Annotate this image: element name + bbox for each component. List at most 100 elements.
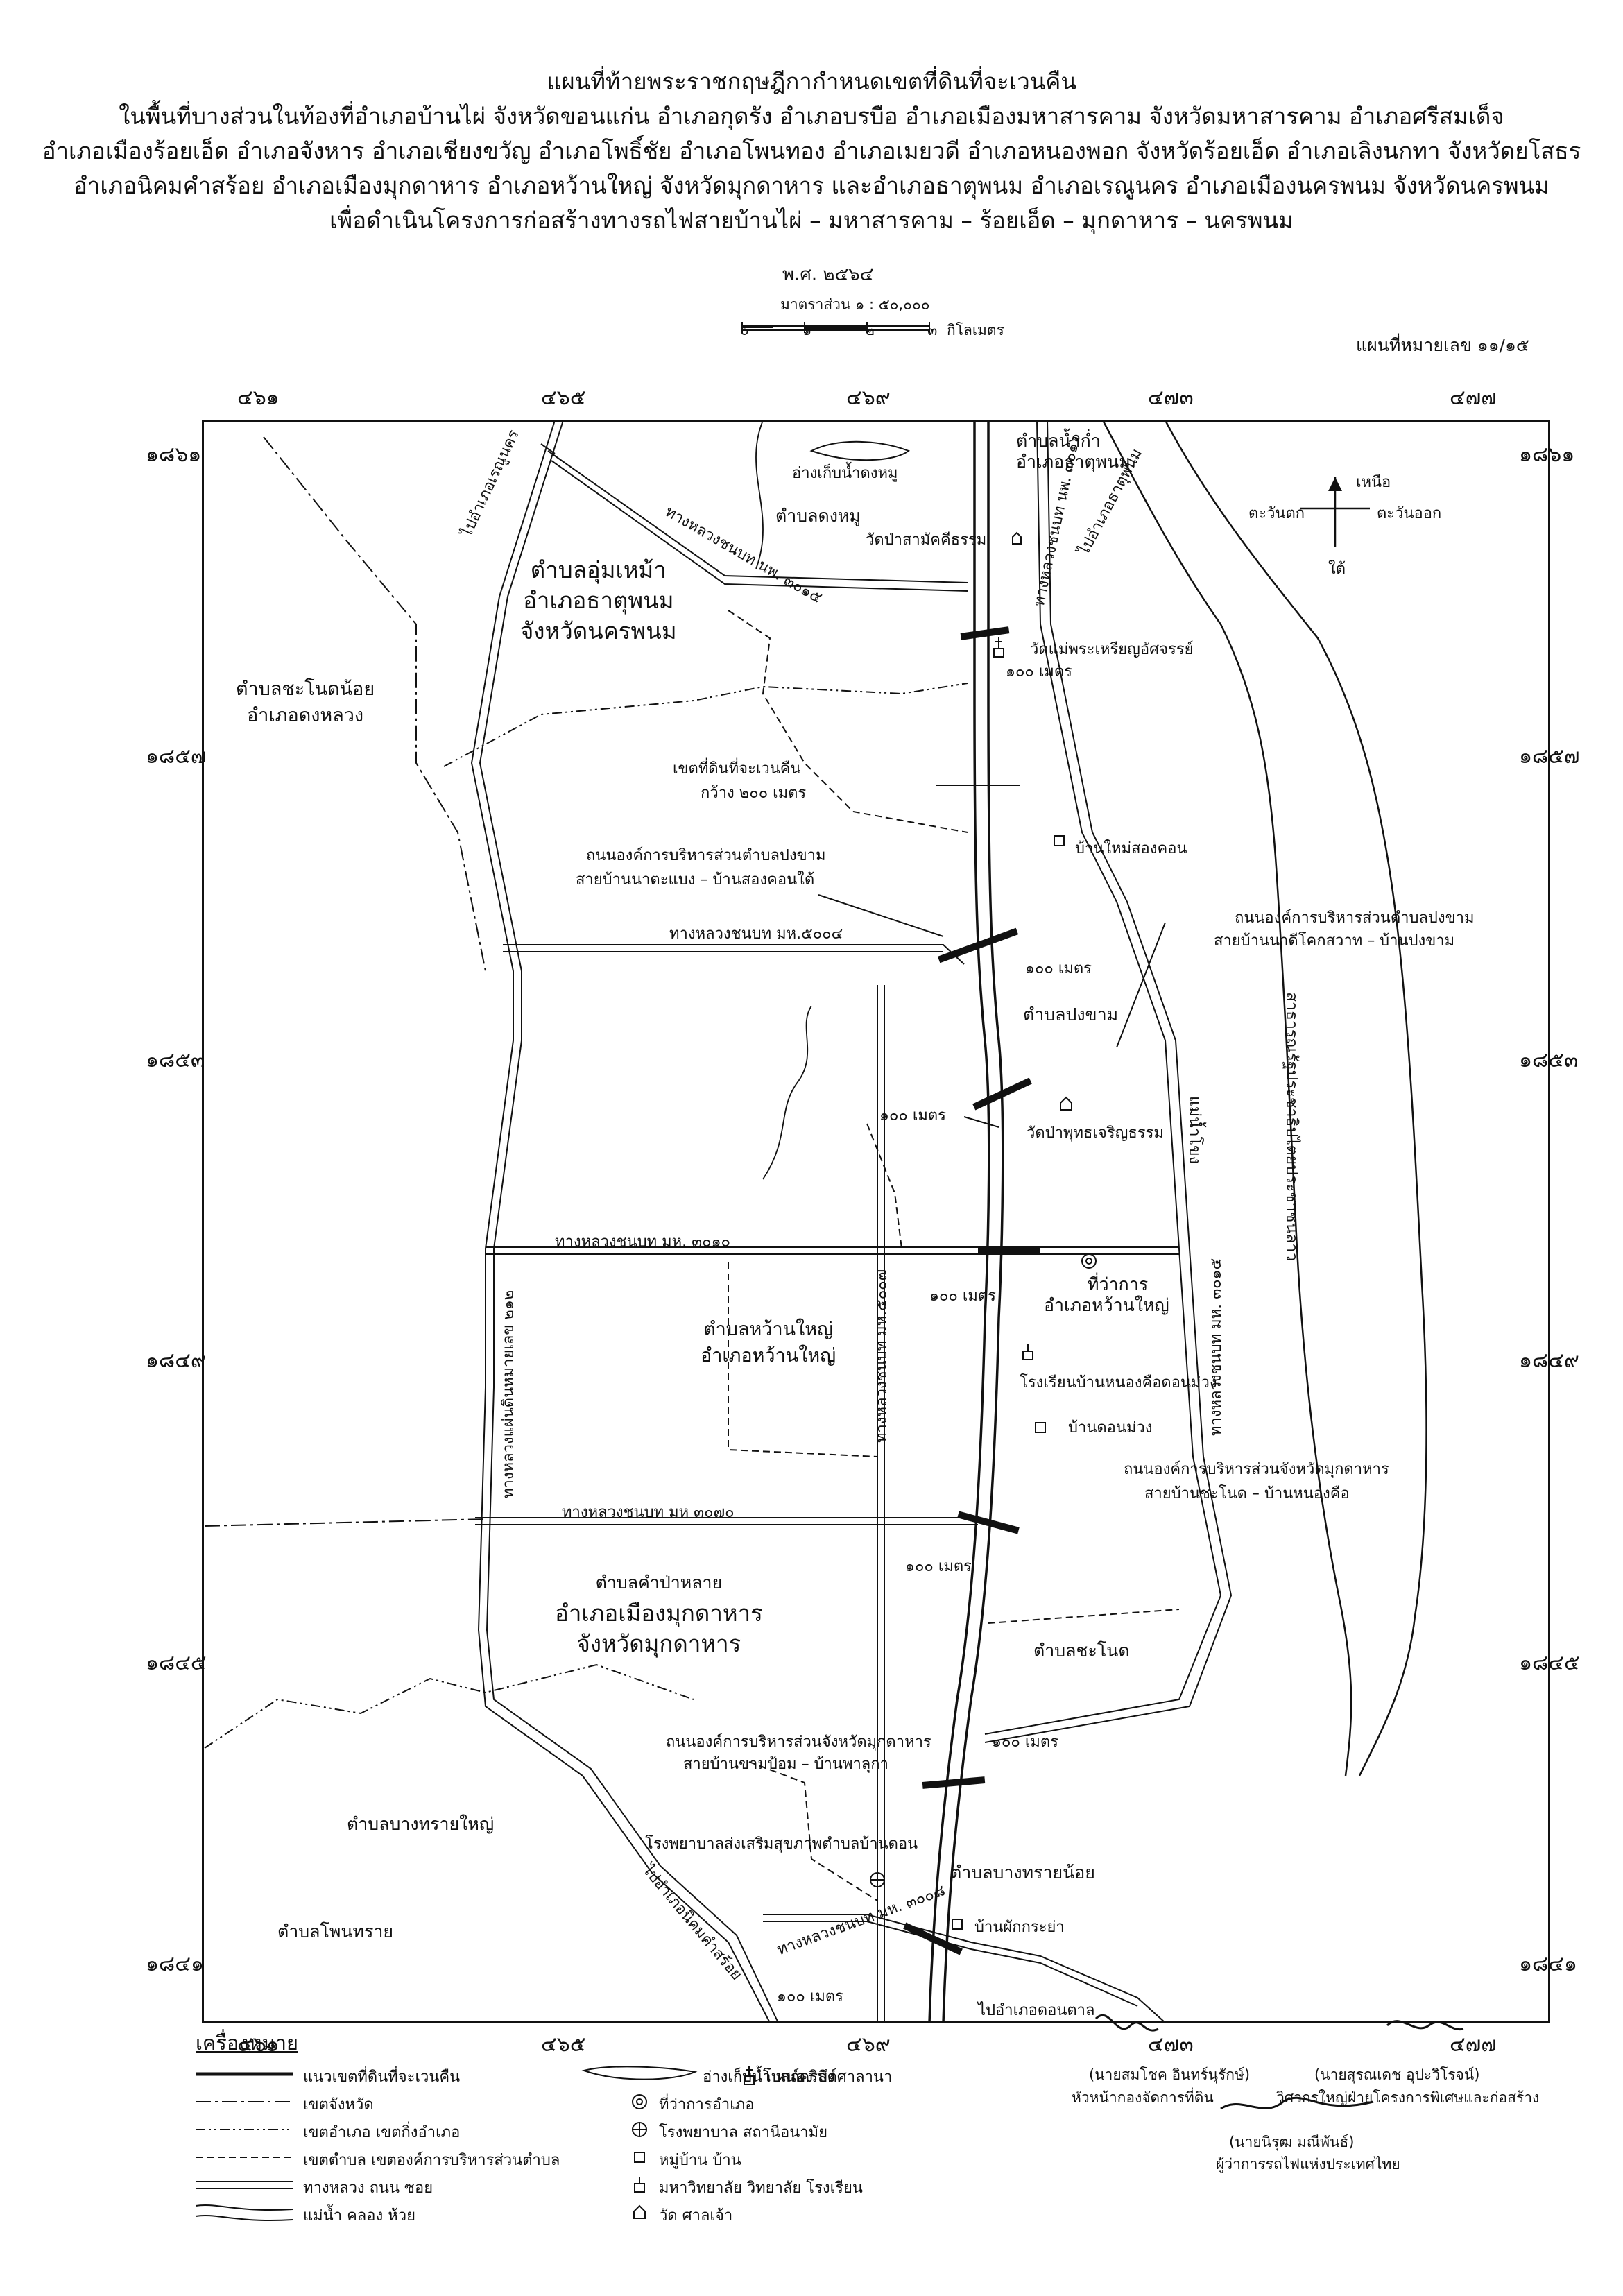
label-district-4: ตำบลคำป่าหลาย อำเภอเมืองมุกดาหาร จังหวัด… (555, 1568, 763, 1659)
label-district-1: ตำบลอุ่มเหม้า อำเภอธาตุพนม จังหวัดนครพนม (520, 555, 677, 646)
label-hundred-m-6: ๑๐๐ เมตร (992, 1733, 1058, 1751)
coord-top-3: ๔๖๙ (846, 386, 891, 410)
legend-item-tambon: เขตตำบล เขตองค์การบริหารส่วนตำบล (303, 2152, 560, 2169)
wat-icon (1012, 531, 1022, 545)
label-expropriation-1: เขตที่ดินที่จะเวนคืน (673, 760, 801, 778)
coord-left-6: ๑๘๔๑ (146, 1952, 204, 1976)
label-hundred-m-1: ๑๐๐ เมตร (1006, 663, 1072, 680)
legend-item-village: หมู่บ้าน บ้าน (659, 2152, 741, 2169)
legend-item-river: แม่น้ำ คลอง ห้วย (303, 2207, 415, 2225)
label-hospital: โรงพยาบาลส่งเสริมสุขภาพตำบลบ้านดอน (645, 1835, 918, 1853)
label-tambon-bangsai-noi: ตำบลบางทรายน้อย (950, 1862, 1095, 1883)
legend-item-district-office: ที่ว่าการอำเภอ (659, 2096, 755, 2114)
hospital-icon (870, 1872, 885, 1887)
coord-left-1: ๑๘๖๑ (146, 443, 202, 467)
signature-3-title: ผู้ว่าการรถไฟแห่งประเทศไทย (1216, 2156, 1400, 2173)
label-district-office-1: ที่ว่าการ (1088, 1274, 1149, 1294)
label-road-pao-2b: สายบ้านขามป้อม – บ้านพาลุกา (683, 1756, 888, 1773)
label-district-4-line-3: จังหวัดมุกดาหาร (576, 1630, 741, 1657)
coord-right-1: ๑๘๖๑ (1519, 443, 1575, 467)
wat-icon (1060, 1096, 1072, 1111)
label-wat-3: วัดป่าพุทธเจริญธรรม (1027, 1124, 1164, 1142)
label-road-pao-1a: ถนนองค์การบริหารส่วนจังหวัดมุกดาหาร (1124, 1461, 1389, 1478)
coord-left-3: ๑๘๕๓ (146, 1048, 205, 1072)
label-wat-1: วัดป่าสามัคคีธรรม (866, 531, 987, 549)
label-district-1-line-3: จังหวัดนครพนม (520, 617, 677, 644)
label-hundred-m-3: ๑๐๐ เมตร (879, 1107, 946, 1124)
label-district-2-line-1: ตำบลชะโนดน้อย (236, 678, 375, 700)
scale-tick-3: ๓ (927, 322, 938, 339)
coord-bottom-4: ๔๗๓ (1148, 2032, 1194, 2057)
church-icon (993, 637, 1004, 658)
compass-west: ตะวันตก (1248, 505, 1305, 522)
scale-tick-0: ๐ (740, 322, 749, 339)
label-district-4-line-1: ตำบลคำป่าหลาย (595, 1573, 723, 1593)
label-district-2: ตำบลชะโนดน้อย อำเภอดงหลวง (236, 676, 375, 729)
coord-top-4: ๔๗๓ (1148, 386, 1194, 410)
label-district-3: ตำบลหว้านใหญ่ อำเภอหว้านใหญ่ (701, 1317, 836, 1369)
label-road-local-2b: สายบ้านนาดีโคกสวาท – บ้านปงขาม (1214, 932, 1455, 950)
compass-south: ใต้ (1328, 560, 1346, 578)
coord-bottom-5: ๔๗๗ (1450, 2032, 1497, 2057)
scale-tick-1: ๑ (802, 322, 812, 339)
compass-east: ตะวันออก (1377, 505, 1442, 522)
label-hundred-m-5: ๑๐๐ เมตร (905, 1558, 972, 1575)
title-line-3: อำเภอเมืองร้อยเอ็ด อำเภอจังหาร อำเภอเชีย… (42, 137, 1581, 164)
label-district-2-line-2: อำเภอดงหลวง (247, 705, 364, 726)
scale-bar (741, 322, 930, 333)
legend-title: เครื่องหมาย (196, 2031, 298, 2055)
label-village-donmuang: บ้านดอนม่วง (1068, 1419, 1153, 1437)
label-district-office-2: อำเภอหว้านใหญ่ (1044, 1295, 1169, 1315)
village-icon (1054, 835, 1065, 846)
label-tambon-dongmu: ตำบลดงหมู (775, 506, 861, 526)
label-road-mk5004: ทางหลวงชนบท มห.๕๐๐๔ (669, 925, 843, 943)
coord-right-6: ๑๘๔๑ (1519, 1952, 1577, 1976)
legend-item-school: มหาวิทยาลัย วิทยาลัย โรงเรียน (659, 2179, 863, 2197)
label-tambon-namkam-1: ตำบลน้ำก่ำ (1016, 431, 1101, 451)
coord-left-5: ๑๘๔๕ (146, 1651, 207, 1675)
map-frame (202, 420, 1550, 2023)
label-hundred-m-7: ๑๐๐ เมตร (777, 1988, 843, 2005)
legend-item-reservoir: อ่างเก็บน้ำ หนอง บึง (703, 2068, 835, 2086)
label-road-mk3070: ทางหลวงชนบท มห ๓๐๗๐ (562, 1504, 735, 1521)
label-expropriation-2: กว้าง ๒๐๐ เมตร (701, 785, 807, 802)
signature-marks (1094, 2014, 1464, 2110)
label-road-mk3010: ทางหลวงชนบท มห. ๓๐๑๐ (555, 1233, 730, 1251)
label-district-4-line-2: อำเภอเมืองมุกดาหาร (555, 1600, 763, 1627)
label-district-1-line-1: ตำบลอุ่มเหม้า (530, 556, 667, 583)
label-road-donthan: ไปอำเภอดอนตาล (978, 2002, 1095, 2019)
signature-1-title: หัวหน้ากองจัดการที่ดิน (1072, 2089, 1214, 2106)
compass-rose (1300, 477, 1370, 547)
sheet-number: แผนที่หมายเลข ๑๑/๑๕ (1356, 335, 1529, 355)
label-district-1-line-2: อำเภอธาตุพนม (523, 587, 674, 614)
coord-bottom-2: ๔๖๕ (541, 2032, 586, 2057)
label-tambon-bangsai-yai: ตำบลบางทรายใหญ่ (347, 1814, 495, 1834)
label-road-local-2a: ถนนองค์การบริหารส่วนตำบลปงขาม (1235, 909, 1475, 927)
legend-symbols (196, 2066, 698, 2222)
label-road-pao-1b: สายบ้านชะโนด – บ้านหนองคือ (1144, 1485, 1350, 1502)
label-school: โรงเรียนบ้านหนองคือดอนม่วง (1020, 1374, 1217, 1391)
coord-left-2: ๑๘๕๗ (146, 744, 207, 769)
legend-item-province: เขตจังหวัด (303, 2096, 374, 2114)
title-line-2: ในพื้นที่บางส่วนในท้องที่อำเภอบ้านไผ่ จั… (119, 103, 1504, 130)
signature-3-name: (นายนิรุฒ มณีพันธ์) (1229, 2134, 1355, 2150)
label-tambon-pongkham: ตำบลปงขาม (1023, 1004, 1119, 1025)
district-office-icon (1081, 1253, 1097, 1269)
coord-top-2: ๔๖๕ (541, 386, 586, 410)
label-road-local-1b: สายบ้านนาตะแบง – บ้านสองคอนใต้ (576, 871, 815, 889)
title-line-1: แผนที่ท้ายพระราชกฤษฎีกากำหนดเขตที่ดินที่… (547, 68, 1076, 95)
scale-label: มาตราส่วน ๑ : ๕๐,๐๐๐ (780, 296, 930, 313)
signature-2-title: วิศวกรใหญ่ฝ่ายโครงการพิเศษและก่อสร้าง (1276, 2089, 1540, 2106)
label-wat-2: วัดแม่พระเหรียญอัศจรรย์ (1030, 641, 1194, 658)
label-road-pao-2a: ถนนองค์การบริหารส่วนจังหวัดมุกดาหาร (666, 1733, 931, 1751)
title-line-5: เพื่อดำเนินโครงการก่อสร้างทางรถไฟสายบ้าน… (329, 207, 1294, 234)
year-label: พ.ศ. ๒๕๖๔ (782, 264, 874, 285)
legend-item-road: ทางหลวง ถนน ซอย (303, 2179, 433, 2197)
scale-tick-2: ๒ (865, 322, 875, 339)
label-district-3-line-1: ตำบลหว้านใหญ่ (703, 1319, 834, 1340)
school-icon (1022, 1344, 1033, 1360)
coord-top-1: ๔๖๑ (237, 386, 280, 410)
label-tambon-chanot: ตำบลชะโนด (1033, 1640, 1130, 1661)
label-hundred-m-2: ๑๐๐ เมตร (1025, 960, 1092, 977)
